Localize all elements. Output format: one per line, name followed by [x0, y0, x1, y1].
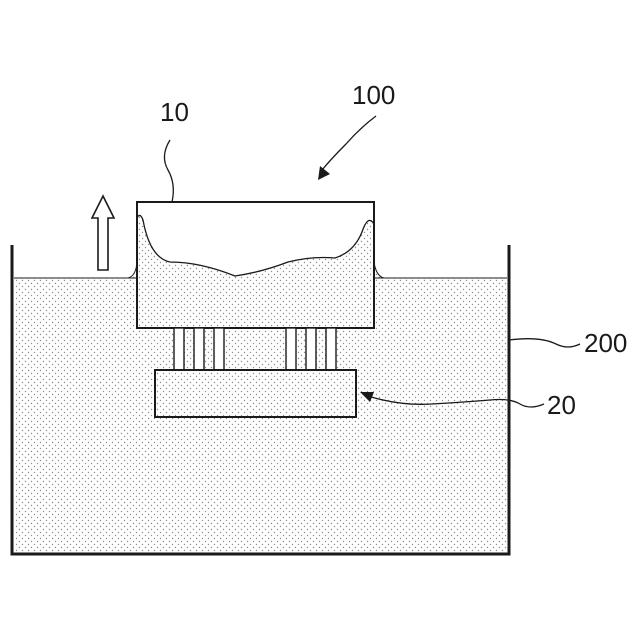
up-arrow-icon [92, 196, 114, 270]
leader-200 [509, 339, 580, 347]
post [286, 328, 296, 370]
meniscus-right [374, 262, 384, 278]
post [214, 328, 224, 370]
label-10: 10 [160, 97, 189, 127]
label-100: 100 [352, 80, 395, 110]
post [174, 328, 184, 370]
leader-100 [322, 116, 376, 170]
leader-10 [164, 140, 173, 202]
post-group-right [286, 328, 336, 370]
post [194, 328, 204, 370]
label-200: 200 [584, 328, 627, 358]
label-20: 20 [547, 390, 576, 420]
post [326, 328, 336, 370]
meniscus-left [128, 262, 137, 278]
post [306, 328, 316, 370]
post-group-left [174, 328, 224, 370]
